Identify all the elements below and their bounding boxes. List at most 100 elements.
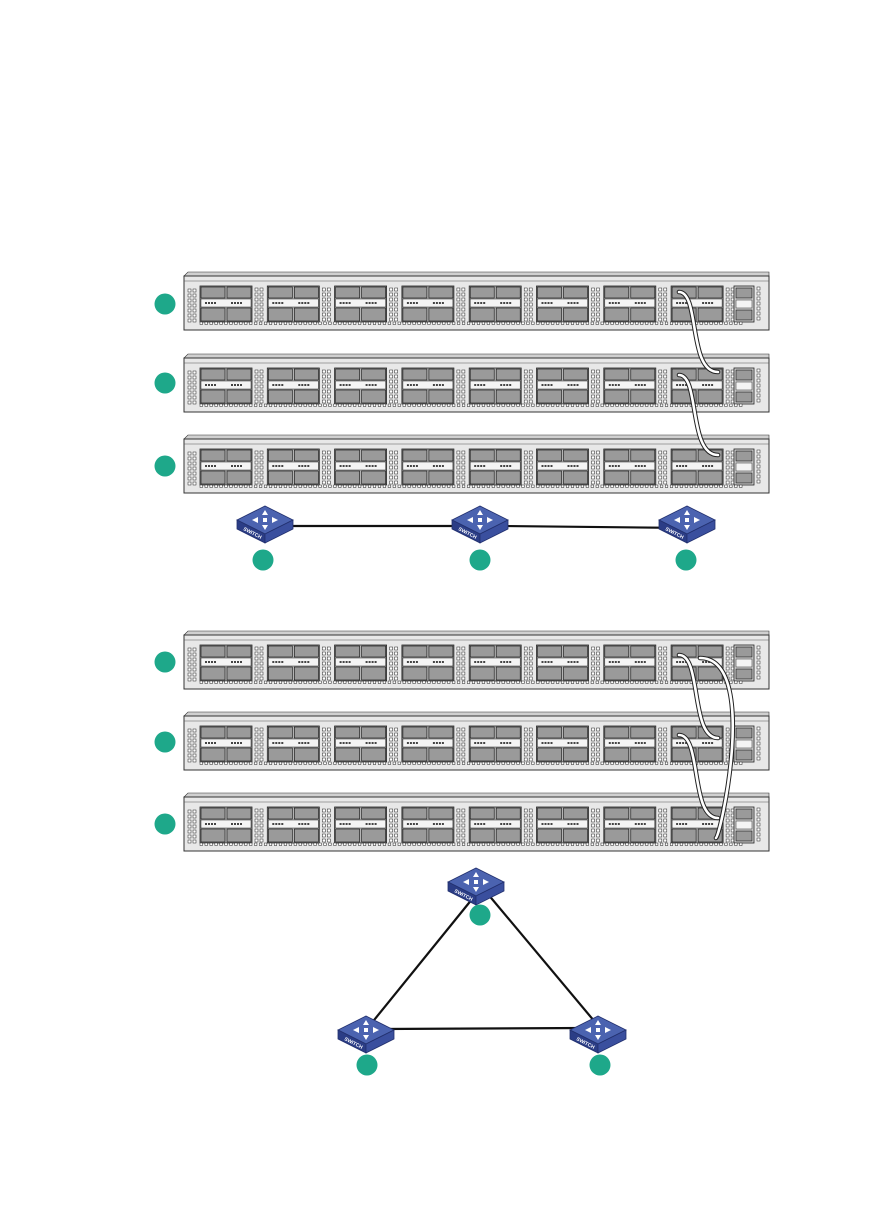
port-led — [255, 839, 258, 842]
strip-mark — [635, 384, 637, 386]
bottom-dot — [626, 762, 629, 765]
port-led — [726, 824, 729, 827]
strip-mark — [211, 823, 213, 825]
bottom-dot — [378, 681, 381, 684]
bottom-dot — [314, 322, 317, 325]
port-led — [726, 809, 729, 812]
port-led — [395, 652, 398, 655]
strip-mark — [407, 742, 409, 744]
port-cell — [698, 287, 722, 298]
bottom-dot — [378, 762, 381, 765]
bottom-dot — [408, 322, 411, 325]
port-led — [255, 657, 258, 660]
strip-mark — [702, 384, 704, 386]
side-led — [188, 381, 191, 384]
bottom-dot — [205, 762, 208, 765]
chassis-4 — [184, 712, 769, 770]
bottom-dot — [383, 322, 386, 325]
bottom-dot — [240, 681, 243, 684]
port-led — [664, 375, 667, 378]
strip-mark — [618, 742, 620, 744]
port-led — [457, 313, 460, 316]
strip-mark — [615, 823, 617, 825]
port-led — [659, 400, 662, 403]
bottom-dot — [730, 485, 733, 488]
port-led — [664, 728, 667, 731]
bottom-dot — [715, 485, 718, 488]
port-led — [462, 385, 465, 388]
bottom-dot — [319, 322, 322, 325]
port-led — [659, 395, 662, 398]
bottom-dot — [556, 485, 559, 488]
port-led — [597, 672, 600, 675]
port-cell — [429, 369, 453, 380]
port-led — [322, 748, 325, 751]
strip-mark — [618, 661, 620, 663]
port-led — [255, 456, 258, 459]
bottom-dot — [690, 485, 693, 488]
bottom-dot — [349, 322, 352, 325]
strip-mark — [275, 661, 277, 663]
bottom-dot — [660, 681, 663, 684]
bottom-dot — [378, 843, 381, 846]
side-led — [193, 663, 196, 666]
bottom-dot — [631, 681, 634, 684]
port-led — [592, 451, 595, 454]
bottom-dot — [517, 322, 520, 325]
bottom-dot — [225, 322, 228, 325]
bottom-dot — [393, 322, 396, 325]
strip-mark — [568, 823, 570, 825]
strip-mark — [304, 823, 306, 825]
bottom-dot — [487, 762, 490, 765]
strip-mark — [372, 384, 374, 386]
bottom-dot — [210, 485, 213, 488]
port-led — [457, 476, 460, 479]
port-led — [659, 298, 662, 301]
strip-mark — [483, 661, 485, 663]
port-led — [260, 834, 263, 837]
port-led — [327, 481, 330, 484]
side-led — [188, 314, 191, 317]
mgmt-port — [736, 392, 752, 402]
bottom-dot — [235, 762, 238, 765]
bottom-dot — [334, 762, 337, 765]
strip-mark — [551, 465, 553, 467]
port-led — [322, 380, 325, 383]
side-led — [188, 749, 191, 752]
bottom-dot — [655, 485, 658, 488]
port-led — [255, 308, 258, 311]
port-led — [390, 313, 393, 316]
strip-mark — [208, 302, 210, 304]
strip-mark — [641, 465, 643, 467]
bottom-dot — [230, 762, 233, 765]
strip-mark — [500, 823, 502, 825]
bottom-dot — [443, 843, 446, 846]
bottom-dot — [655, 843, 658, 846]
port-led — [457, 738, 460, 741]
bottom-dot — [512, 322, 514, 325]
strip-mark — [571, 384, 573, 386]
port-led — [659, 814, 662, 817]
port-cell — [429, 450, 453, 461]
port-led — [390, 809, 393, 812]
bottom-dot — [601, 843, 604, 846]
port-cell — [403, 646, 427, 657]
mgmt-led — [757, 455, 760, 458]
port-led — [529, 809, 532, 812]
bottom-dot — [601, 762, 604, 765]
bottom-dot — [220, 762, 223, 765]
bottom-dot — [344, 681, 347, 684]
mgmt-led — [757, 732, 760, 735]
port-cell — [294, 390, 318, 403]
strip-mark — [477, 661, 479, 663]
side-led — [193, 678, 196, 681]
bottom-dot — [720, 404, 723, 407]
switch-icon-4: SWITCH — [448, 868, 504, 905]
bottom-dot — [373, 322, 376, 325]
port-cell — [362, 808, 386, 819]
port-cell — [605, 646, 629, 657]
port-led — [457, 677, 460, 680]
bottom-dot — [700, 485, 703, 488]
bottom-dot — [462, 843, 465, 846]
bottom-dot — [650, 843, 653, 846]
